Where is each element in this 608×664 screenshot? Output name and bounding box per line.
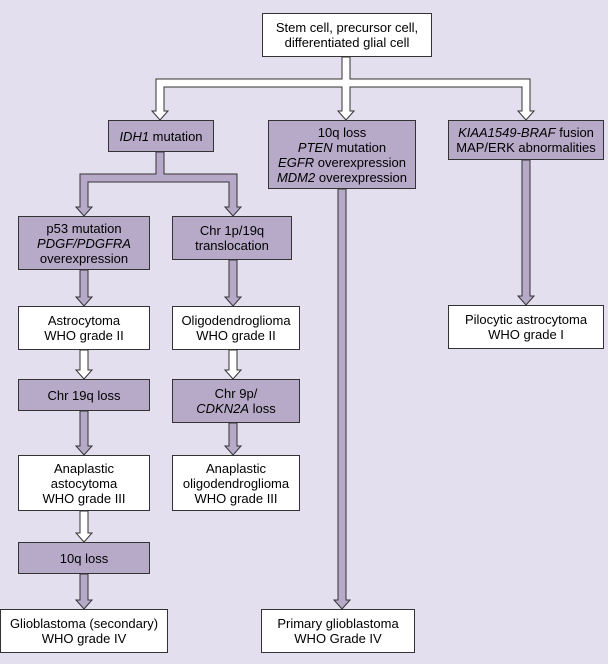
secondary-gbm-line-2: WHO grade IV [41, 631, 127, 646]
anaplastic-oligo-line-2: oligodendroglioma [182, 475, 290, 491]
oligo-line-2: WHO grade II [196, 328, 276, 343]
anaplastic-astro-line-2: astocytoma [50, 475, 118, 491]
ten-q-loss-box: 10q loss [18, 542, 150, 574]
chr1p19q-box: Chr 1p/19q translocation [172, 216, 292, 260]
anaplastic-oligo-line-1: Anaplastic [206, 460, 266, 476]
anaplastic-astro-line-1: Anaplastic [54, 460, 114, 476]
chr19q-box: Chr 19q loss [18, 379, 150, 411]
egfr-gene: EGFR [278, 154, 315, 170]
chr1p19q-to-oligo-arrow [223, 259, 243, 307]
mdm2-gene: MDM2 [276, 169, 316, 185]
kiaa-gene: KIAA1549-BRAF [458, 125, 556, 140]
chr9p-line-2: CDKN2A loss [196, 401, 275, 416]
idh1-line: IDH1 mutation [119, 129, 202, 144]
pten-egfr-box: 10q loss PTEN mutation EGFR overexpressi… [268, 120, 416, 189]
mdm2-rest: overexpression [315, 169, 408, 185]
pten-line-1: 10q loss [317, 124, 367, 140]
astrocytoma-line-2: WHO grade II [44, 328, 124, 343]
oligo-line-1: Oligodendroglioma [181, 313, 291, 328]
chr19q-line: Chr 19q loss [47, 387, 121, 403]
pilocytic-line-1: Pilocytic astrocytoma [464, 312, 588, 327]
root-line-2: differentiated glial cell [284, 35, 410, 50]
chr9p-line-1: Chr 9p/ [214, 386, 258, 401]
pten-rest: mutation [332, 139, 387, 155]
primary-gbm-line-1: Primary glioblastoma [277, 616, 399, 631]
p53-line-3: overexpression [39, 250, 129, 266]
astrocytoma-line-1: Astrocytoma [47, 313, 121, 328]
chr9p-box: Chr 9p/ CDKN2A loss [172, 379, 300, 423]
p53-line-2: PDGF/PDGFRA [37, 236, 131, 251]
pten-gene: PTEN [297, 139, 333, 155]
pten-to-primary-gbm-arrow [332, 188, 352, 610]
pilocytic-line-2: WHO grade I [488, 327, 564, 342]
pten-line-4: MDM2 overexpression [277, 170, 407, 185]
kiaa-rest: fusion [555, 125, 594, 140]
p53-line-1: p53 mutation [46, 220, 122, 236]
cdkn2a-rest: loss [249, 401, 276, 416]
chr1p19q-line-1: Chr 1p/19q [199, 223, 265, 238]
cdkn2a-gene: CDKN2A [196, 401, 249, 416]
chr9p-to-anaplastic-oligo-arrow [223, 422, 243, 456]
anaplastic-astrocytoma-box: Anaplastic astocytoma WHO grade III [18, 455, 150, 511]
astrocytoma-to-chr19q-arrow [74, 349, 94, 380]
anaplastic-astro-line-3: WHO grade III [42, 490, 126, 506]
p53-to-astrocytoma-arrow [74, 269, 94, 307]
root-fork-arrow [150, 56, 536, 121]
pdgf-gene: PDGF/PDGFRA [37, 235, 131, 251]
kiaa-line-2: MAP/ERK abnormalities [456, 140, 596, 155]
egfr-rest: overexpression [314, 154, 406, 170]
root-line-1: Stem cell, precursor cell, [275, 20, 419, 35]
ten-q-loss-line: 10q loss [59, 550, 109, 566]
chr19q-to-anaplastic-arrow [74, 410, 94, 456]
anaplastic-to-ten-q-arrow [74, 510, 94, 543]
astrocytoma-box: Astrocytoma WHO grade II [18, 306, 150, 350]
pilocytic-box: Pilocytic astrocytoma WHO grade I [448, 305, 604, 349]
root-cell-box: Stem cell, precursor cell, differentiate… [262, 13, 432, 57]
secondary-gbm-line-1: Glioblastoma (secondary) [9, 616, 159, 631]
idh1-fork-arrow [74, 151, 243, 217]
idh1-mutation-box: IDH1 mutation [108, 120, 214, 152]
oligo-to-chr9p-arrow [223, 349, 243, 380]
pten-line-3: EGFR overexpression [278, 155, 406, 170]
kiaa-line-1: KIAA1549-BRAF fusion [458, 125, 594, 140]
idh1-rest: mutation [149, 128, 203, 144]
anaplastic-oligo-line-3: WHO grade III [194, 490, 278, 506]
oligodendroglioma-box: Oligodendroglioma WHO grade II [172, 306, 300, 350]
chr1p19q-line-2: translocation [195, 238, 269, 253]
idh1-gene: IDH1 [119, 128, 150, 144]
anaplastic-oligodendroglioma-box: Anaplastic oligodendroglioma WHO grade I… [172, 455, 300, 511]
pten-line-2: PTEN mutation [298, 140, 386, 155]
kiaa-to-pilocytic-arrow [516, 159, 536, 306]
p53-box: p53 mutation PDGF/PDGFRA overexpression [18, 216, 150, 270]
kiaa-braf-box: KIAA1549-BRAF fusion MAP/ERK abnormaliti… [448, 120, 604, 160]
primary-gbm-line-2: WHO Grade IV [294, 631, 382, 646]
primary-glioblastoma-box: Primary glioblastoma WHO Grade IV [261, 609, 415, 653]
secondary-glioblastoma-box: Glioblastoma (secondary) WHO grade IV [0, 609, 168, 653]
ten-q-to-gbm-arrow [74, 573, 94, 610]
